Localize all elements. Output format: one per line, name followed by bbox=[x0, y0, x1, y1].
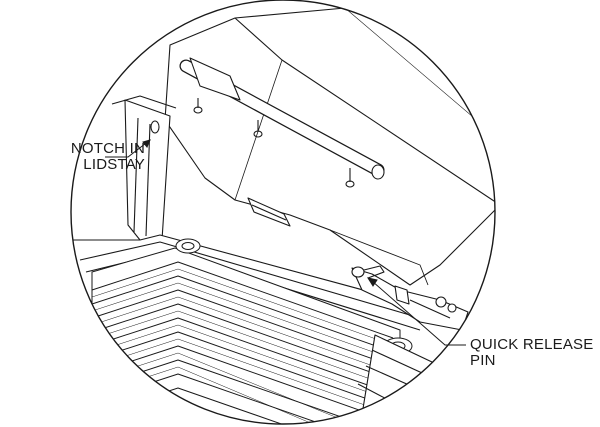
arrowhead-pin bbox=[366, 277, 378, 287]
label-notch-line1: NOTCH IN bbox=[70, 140, 145, 157]
lid-hinge bbox=[247, 197, 291, 227]
leader-line-notch bbox=[105, 139, 151, 158]
leader-line-pin bbox=[371, 280, 466, 346]
lidstay-arm bbox=[111, 95, 177, 241]
label-notch-in-lidstay: NOTCH IN LIDSTAY bbox=[10, 141, 145, 173]
label-quick-release-pin: QUICK RELEASE PIN bbox=[470, 337, 593, 369]
lid-handle bbox=[179, 57, 385, 188]
label-pin-line1: QUICK RELEASE bbox=[470, 336, 594, 353]
arrowhead-notch bbox=[142, 139, 151, 148]
detail-circle bbox=[70, 0, 496, 425]
label-notch-line2: LIDSTAY bbox=[83, 156, 145, 173]
quick-release-pin bbox=[351, 265, 469, 331]
label-pin-line2: PIN bbox=[470, 352, 496, 369]
